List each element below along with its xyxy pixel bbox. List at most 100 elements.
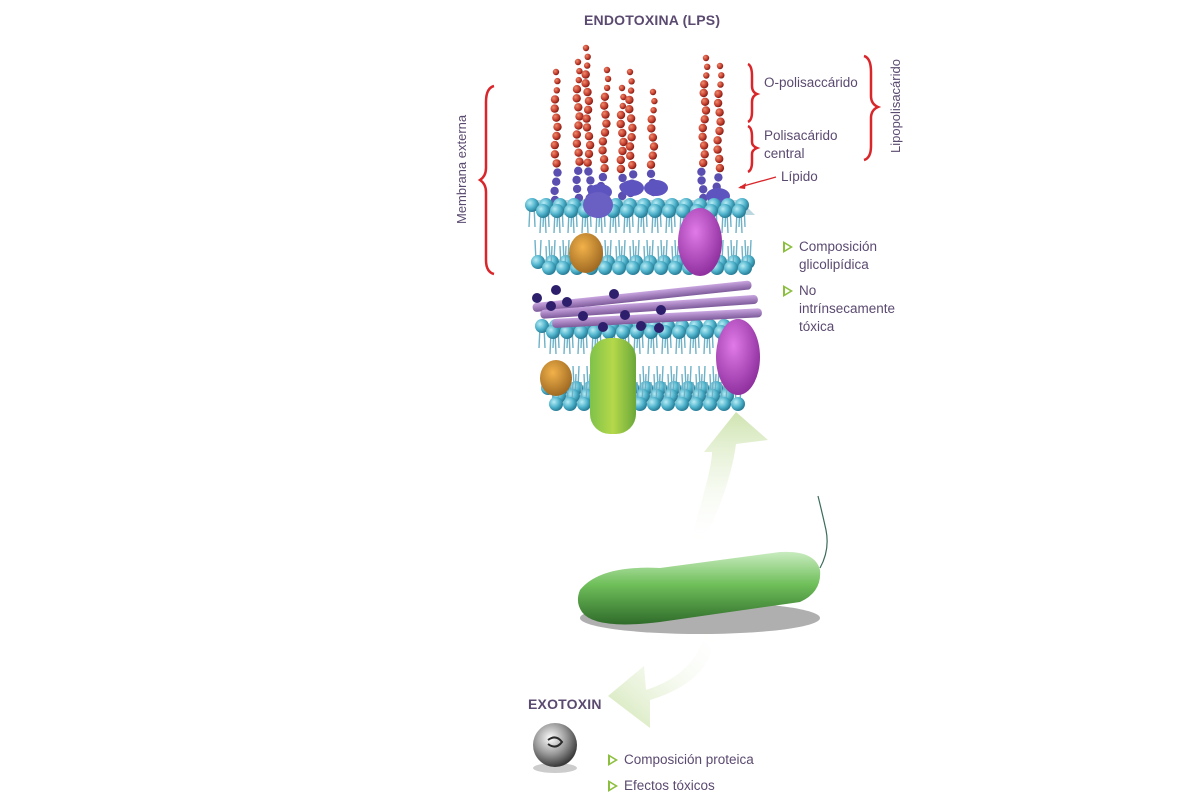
lipid-head <box>675 397 689 411</box>
lps-bead <box>626 151 635 160</box>
lps-bead <box>574 103 583 112</box>
lipid-head <box>598 261 612 275</box>
lps-bead <box>598 146 607 155</box>
lps-bead <box>618 173 627 183</box>
endotoxin-bullet-1-line-1: Composición <box>799 239 878 254</box>
lps-bead <box>616 110 626 120</box>
lps-bead <box>554 77 561 85</box>
lps-bead <box>572 85 582 94</box>
lps-bead <box>717 81 724 88</box>
lps-bead <box>552 177 561 186</box>
lps-bead <box>699 88 708 98</box>
lipid-head <box>732 204 746 218</box>
lps-bead <box>698 132 707 141</box>
lps-bead <box>697 167 706 176</box>
lipid-head <box>574 325 588 339</box>
bullet-triangle-icon <box>608 780 618 792</box>
endotoxin-bullet-2-line-2: intrínsecamente <box>799 301 896 316</box>
lps-bead <box>627 87 635 94</box>
lps-bead <box>616 119 625 129</box>
lps-bead <box>700 97 710 107</box>
lipid-head <box>703 397 717 411</box>
exotoxin-title: EXOTOXIN <box>528 696 602 712</box>
lps-bead <box>553 168 562 177</box>
lps-bead <box>552 131 561 141</box>
protein-blue-top <box>583 192 613 218</box>
lps-bead <box>575 76 582 84</box>
lipid-head <box>560 325 574 339</box>
lps-bead <box>604 75 612 83</box>
lipid-pointer-line <box>739 176 777 188</box>
lipid-head <box>612 261 626 275</box>
lipid-head <box>668 261 682 275</box>
lps-bead <box>552 68 560 76</box>
lps-bead <box>584 167 593 176</box>
lps-bead <box>647 124 656 133</box>
lps-bead <box>718 72 725 79</box>
lipid-head <box>626 261 640 275</box>
lipid-head <box>654 261 668 275</box>
lps-bead <box>584 96 594 106</box>
lps-bead <box>582 123 592 132</box>
lps-bead <box>649 142 659 151</box>
lipid-head <box>525 198 539 212</box>
protein-purple-top <box>678 208 722 276</box>
bracket-o-polysaccharide <box>747 62 761 124</box>
lipid-head <box>640 261 654 275</box>
lipid-head <box>536 204 550 218</box>
lps-bead <box>572 175 581 185</box>
endotoxin-bullet-2-line-1: No <box>799 283 817 298</box>
lps-chains <box>550 44 730 205</box>
lps-bead <box>701 106 711 115</box>
lps-bead <box>619 102 626 110</box>
lipid-head <box>686 325 700 339</box>
lipid-head <box>731 397 745 411</box>
lipid-head <box>647 397 661 411</box>
lipid-head <box>577 397 591 411</box>
lps-bead <box>603 84 611 92</box>
lps-bead <box>650 107 657 114</box>
lps-bead <box>628 123 637 132</box>
exotoxin-bullet-2: Efectos tóxicos <box>608 777 715 795</box>
lps-bead <box>585 140 595 150</box>
lps-bead <box>625 95 634 105</box>
lps-bead <box>584 149 594 159</box>
endotoxin-bullet-2-text: No intrínsecamente tóxica <box>799 282 895 336</box>
lps-bead <box>699 141 709 150</box>
exotoxin-bullet-1-text: Composición proteica <box>624 752 754 767</box>
lipid-head <box>717 397 731 411</box>
lps-bead <box>583 87 592 97</box>
lps-bead <box>704 63 711 70</box>
lipid-head <box>535 319 549 333</box>
lps-bead <box>618 84 626 92</box>
protein-purple-bottom <box>716 319 760 395</box>
lps-bead <box>700 150 709 159</box>
endotoxin-title: ENDOTOXINA (LPS) <box>584 12 721 28</box>
lps-bead <box>599 155 609 164</box>
endotoxin-bullet-1: Composición glicolipídica <box>783 238 877 274</box>
lps-bead <box>572 184 582 194</box>
lps-bead <box>618 128 627 138</box>
lps-bead <box>627 133 636 142</box>
endotoxin-bullet-1-text: Composición glicolipídica <box>799 238 877 274</box>
lps-bead <box>700 80 709 89</box>
lps-bead <box>576 67 583 75</box>
lps-bead <box>702 54 710 62</box>
lps-bead <box>581 70 590 79</box>
lps-bead <box>620 93 627 101</box>
lps-bead <box>598 172 608 182</box>
lps-bead <box>550 150 560 159</box>
arrow-to-exotoxin <box>608 628 716 728</box>
lps-bead <box>648 133 658 142</box>
lps-bead <box>715 108 724 117</box>
bullet-triangle-icon <box>783 285 793 297</box>
lps-bead <box>550 186 559 196</box>
lps-bead <box>575 157 584 166</box>
lps-bead <box>626 114 636 123</box>
lipid-head <box>718 204 732 218</box>
lps-bead <box>651 97 658 105</box>
lipid-head <box>556 261 570 275</box>
lps-bead <box>600 128 610 137</box>
lps-bead <box>583 105 593 115</box>
